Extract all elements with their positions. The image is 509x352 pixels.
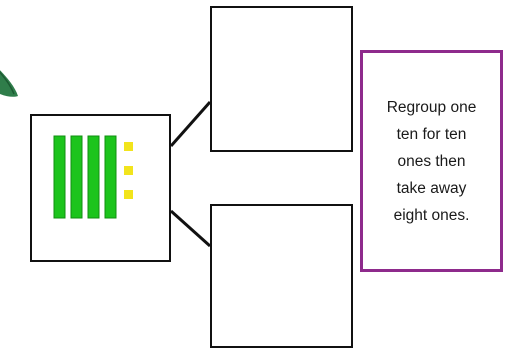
one-cube xyxy=(124,190,133,199)
ones-cubes xyxy=(124,142,133,199)
base-ten-blocks xyxy=(53,135,133,219)
leaf-icon xyxy=(0,70,18,97)
instruction-box: Regroup one ten for ten ones then take a… xyxy=(360,50,503,272)
one-cube xyxy=(124,142,133,151)
one-cube xyxy=(124,166,133,175)
connector-line-bottom xyxy=(169,209,212,248)
ten-rod xyxy=(104,135,117,219)
ten-rod xyxy=(53,135,66,219)
answer-box-top[interactable] xyxy=(210,6,353,152)
ten-rod xyxy=(87,135,100,219)
instruction-text: Regroup one ten for ten ones then take a… xyxy=(386,98,477,224)
answer-box-bottom[interactable] xyxy=(210,204,353,348)
tens-rods xyxy=(53,135,117,219)
base-ten-box xyxy=(30,114,171,262)
connector-line-top xyxy=(169,101,212,147)
ten-rod xyxy=(70,135,83,219)
